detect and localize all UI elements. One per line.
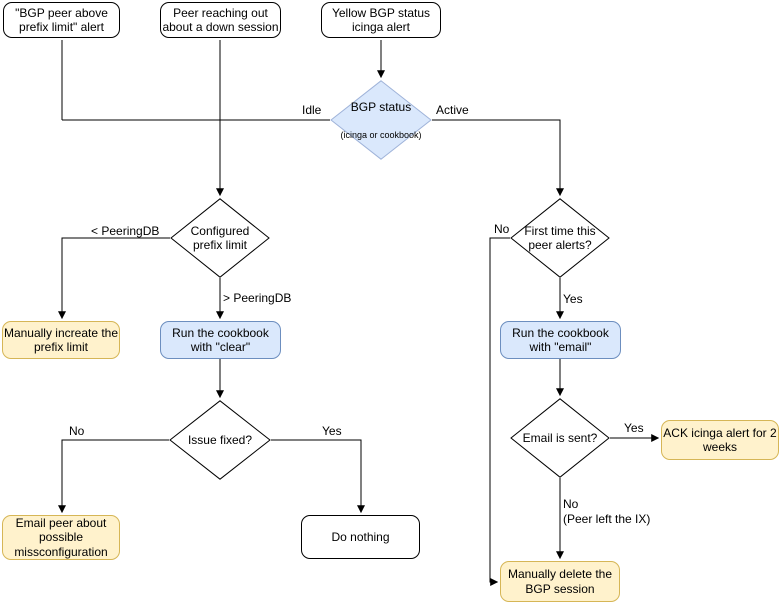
node-label: Run the cookbook with "clear" [172,325,269,354]
edge-label-issue-no: No [69,424,85,438]
decision-bgp-status: BGP status (icinga or cookbook) [330,80,432,160]
edge-label-issue-yes: Yes [322,424,342,438]
node-ack-icinga-alert: ACK icinga alert for 2 weeks [661,420,779,460]
edge-lt-peeringdb-to-increase [58,237,170,320]
node-manually-delete-bgp-session: Manually delete the BGP session [500,561,620,602]
edge-label-email-sent-no: No (Peer left the IX) [563,497,651,526]
decision-issue-fixed: Issue fixed? [169,400,271,480]
diamond-shape [510,198,610,278]
node-label: BGP status (icinga or cookbook) [340,99,422,140]
node-manually-increase-prefix-limit: Manually increate the prefix limit [2,321,120,359]
diamond-shape [169,400,271,480]
diamond-shape [170,198,270,278]
edge-label-idle: Idle [302,103,322,117]
node-label: ACK icinga alert for 2 weeks [663,425,777,454]
diamond-shape [510,398,610,478]
diamond-shape [330,80,432,160]
node-label: Manually increate the prefix limit [3,325,119,354]
edge-issue-yes-to-do-nothing [271,439,365,514]
node-do-nothing: Do nothing [301,515,420,559]
decision-email-is-sent: Email is sent? [510,398,610,478]
edge-label-active: Active [436,103,469,117]
node-label: First time this peer alerts? [524,223,596,252]
node-label: Configured prefix limit [190,223,250,252]
node-peer-reaching-out-alert: Peer reaching out about a down session [160,2,281,38]
node-run-cookbook-email: Run the cookbook with "email" [500,321,621,359]
node-label: Run the cookbook with "email" [512,325,609,354]
edge-label-less-peeringdb: < PeeringDB [91,224,160,238]
node-label: Manually delete the BGP session [507,567,613,596]
edge-bgp-status-active-to-first-time [432,119,564,197]
decision-configured-prefix-limit: Configured prefix limit [170,198,270,278]
edge-label-first-time-yes: Yes [563,292,583,306]
edge-label-greater-peeringdb: > PeeringDB [223,291,292,305]
node-yellow-bgp-status-icinga-alert: Yellow BGP status icinga alert [321,2,441,38]
node-run-cookbook-clear: Run the cookbook with "clear" [160,321,281,359]
edge-label-email-sent-yes: Yes [624,421,644,435]
node-label: Issue fixed? [187,432,253,447]
node-label: Do nothing [331,529,390,544]
edge-label-first-time-no: No [494,222,510,236]
decision-first-time-peer-alerts: First time this peer alerts? [510,198,610,278]
node-bgp-peer-above-prefix-limit-alert: "BGP peer above prefix limit" alert [3,2,120,38]
node-label: Email is sent? [522,430,598,445]
node-email-peer-missconfiguration: Email peer about possible missconfigurat… [2,515,120,560]
node-label: "BGP peer above prefix limit" alert [15,5,108,34]
node-label: Email peer about possible missconfigurat… [14,516,108,559]
node-label: Yellow BGP status icinga alert [331,5,431,34]
edge-issue-no-to-email-peer [58,439,169,514]
node-label: Peer reaching out about a down session [162,5,279,34]
edge-first-time-no-to-delete-session [489,237,510,586]
